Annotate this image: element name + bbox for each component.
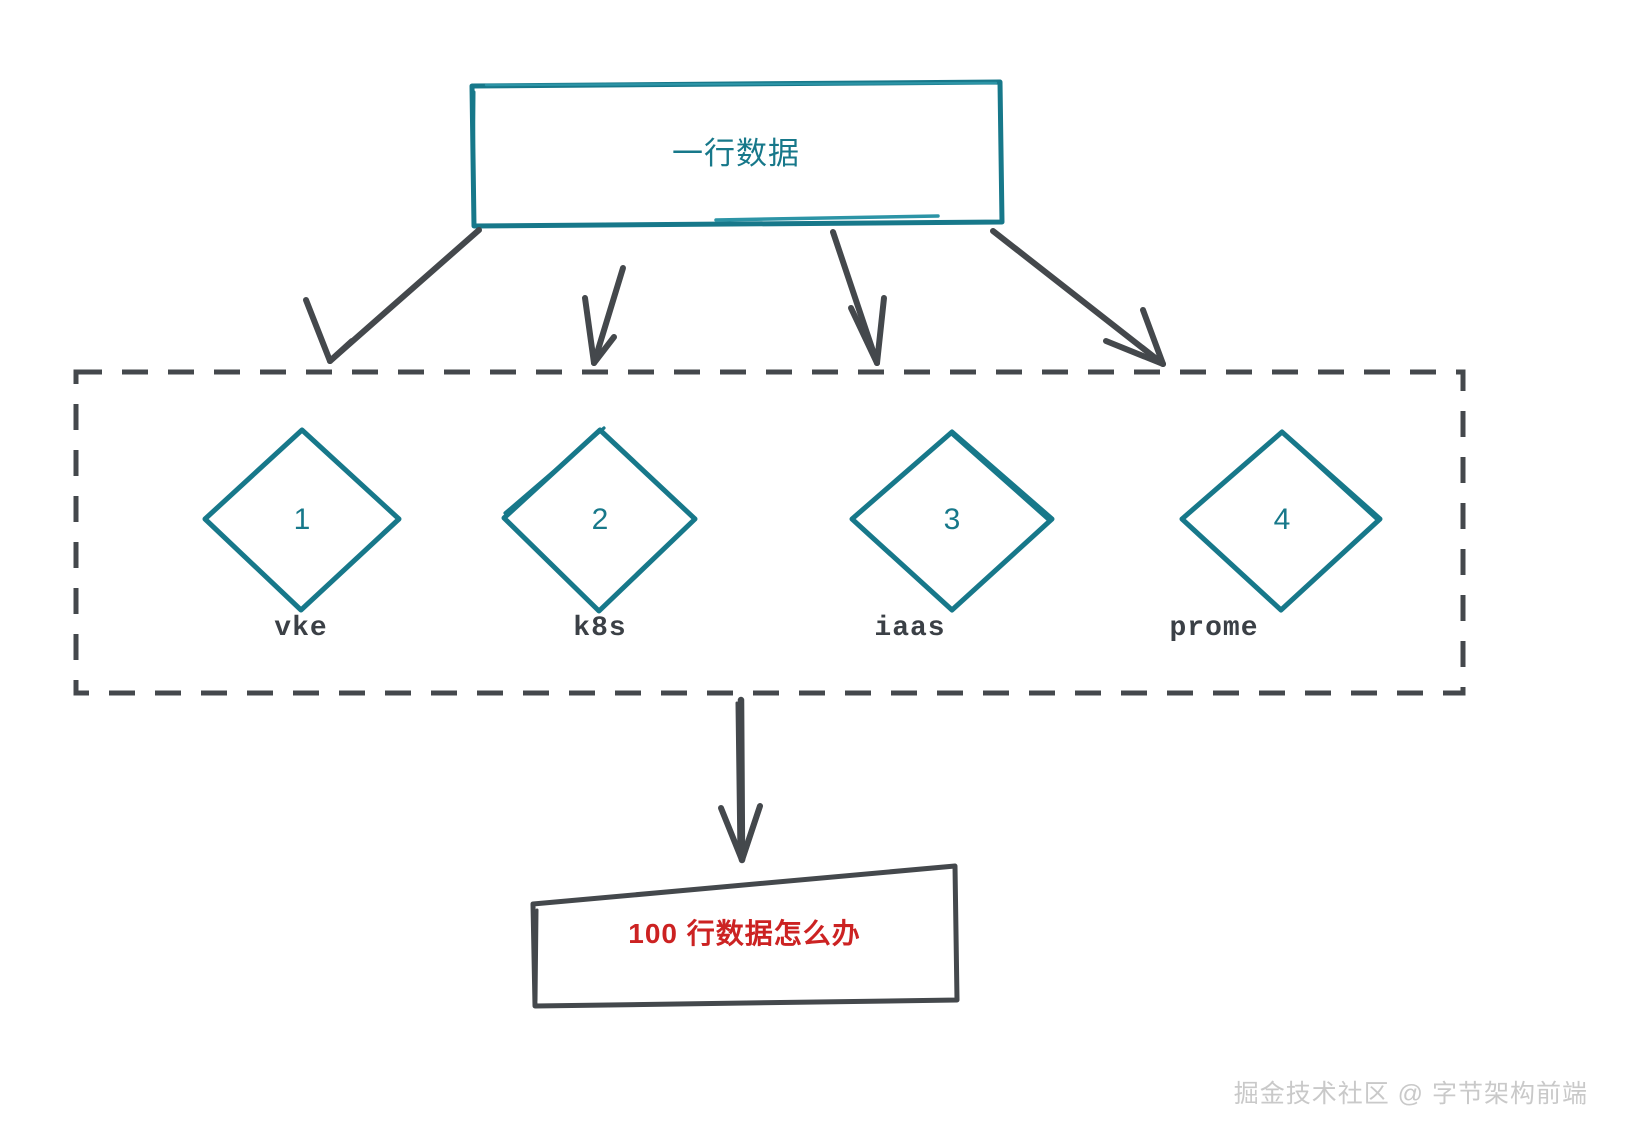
diamond-3-shape — [849, 429, 1055, 613]
arrow-to-iaas — [830, 229, 887, 366]
arrow-to-k8s — [582, 265, 626, 366]
diamond-4-shape — [1179, 429, 1383, 613]
arrow-to-bottom-box — [718, 696, 763, 864]
diamond-1-shape — [202, 427, 402, 613]
bottom-box-shape — [530, 863, 960, 1009]
arrow-to-vke — [303, 227, 482, 364]
diamond-2-shape — [501, 426, 698, 614]
dashed-group-container — [73, 369, 1466, 696]
arrow-to-prome — [990, 228, 1166, 367]
top-box-shape — [469, 79, 1005, 229]
